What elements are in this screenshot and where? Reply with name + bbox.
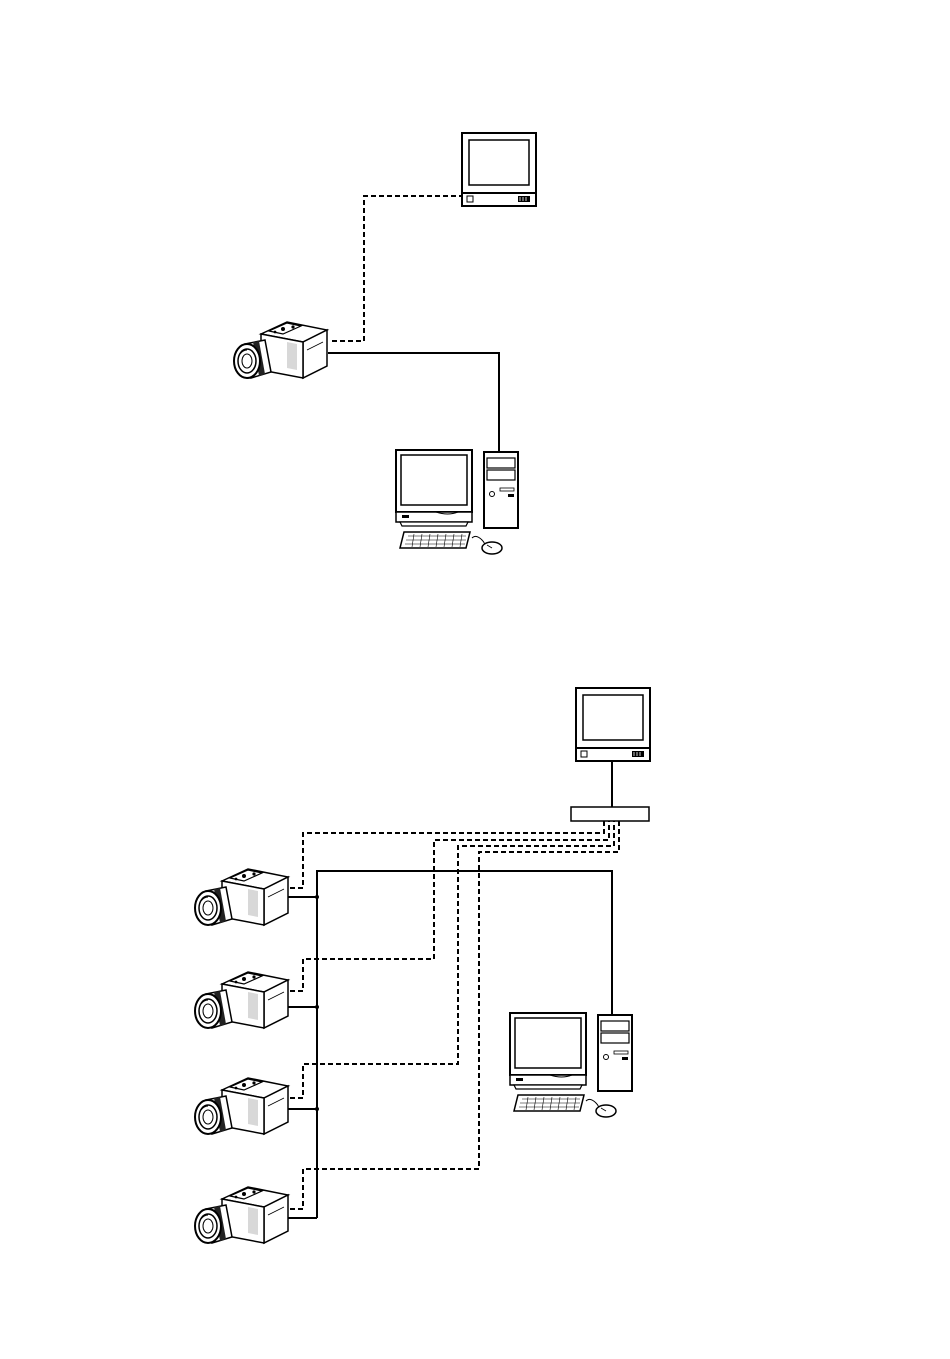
single-camera-diagram: [234, 133, 536, 554]
box-camera-icon: [195, 1078, 288, 1134]
box-camera-icon: [234, 322, 327, 378]
dashed-video-cable: [332, 196, 462, 341]
crt-monitor-icon: [576, 688, 650, 761]
box-camera-icon: [195, 869, 288, 925]
multi-camera-diagram: [195, 688, 650, 1243]
switcher-box-icon: [571, 807, 649, 821]
dashed-video-cable: [290, 821, 604, 888]
desktop-pc-icon: [510, 1013, 632, 1117]
box-camera-icon: [195, 1187, 288, 1243]
solid-network-cable: [328, 353, 499, 452]
box-camera-icon: [195, 972, 288, 1028]
crt-monitor-icon: [462, 133, 536, 206]
desktop-pc-icon: [396, 450, 518, 554]
